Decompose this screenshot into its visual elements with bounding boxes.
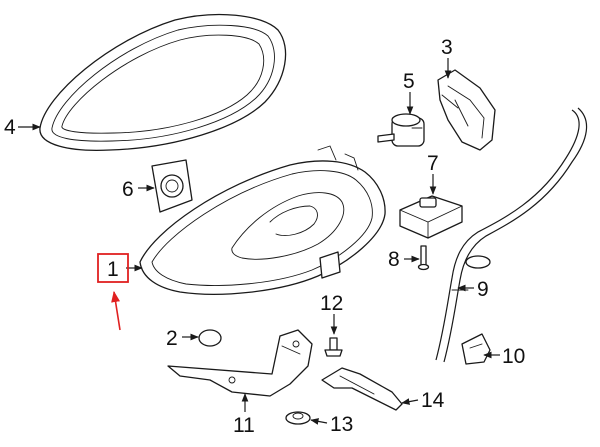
callout-1[interactable]: 1 xyxy=(107,258,119,281)
part-mounting-bracket xyxy=(167,329,313,397)
callout-2[interactable]: 2 xyxy=(166,327,178,350)
part-headlamp-assembly xyxy=(139,145,386,295)
part-grommet xyxy=(285,411,311,425)
callout-7[interactable]: 7 xyxy=(427,152,439,175)
part-support-arm xyxy=(321,367,403,411)
callout-12[interactable]: 12 xyxy=(320,292,343,315)
part-control-module xyxy=(399,195,463,239)
callout-13[interactable]: 13 xyxy=(330,413,353,436)
part-connector-plate xyxy=(151,159,193,213)
highlight-callout-1 xyxy=(97,253,129,331)
part-lens-seal xyxy=(39,13,287,151)
highlight-arrow xyxy=(111,290,121,331)
callout-labels: 4 3 5 6 7 1 8 9 10 2 12 11 13 14 xyxy=(4,36,525,437)
leader-lines xyxy=(18,58,500,425)
callout-10[interactable]: 10 xyxy=(502,345,525,368)
highlight-box xyxy=(97,253,129,283)
part-washer-hose xyxy=(435,107,588,363)
part-leveling-motor xyxy=(377,113,425,147)
callout-14[interactable]: 14 xyxy=(421,389,445,412)
callout-9[interactable]: 9 xyxy=(477,278,489,301)
callout-11[interactable]: 11 xyxy=(233,414,255,437)
part-cap xyxy=(198,329,222,347)
callout-3[interactable]: 3 xyxy=(441,36,453,59)
part-screw xyxy=(324,337,343,357)
callout-6[interactable]: 6 xyxy=(122,178,134,201)
part-clip xyxy=(461,333,491,365)
callout-4[interactable]: 4 xyxy=(4,116,16,139)
part-bracket xyxy=(437,69,496,151)
callout-8[interactable]: 8 xyxy=(388,248,400,271)
part-bolt xyxy=(417,245,430,271)
callout-5[interactable]: 5 xyxy=(403,70,415,93)
